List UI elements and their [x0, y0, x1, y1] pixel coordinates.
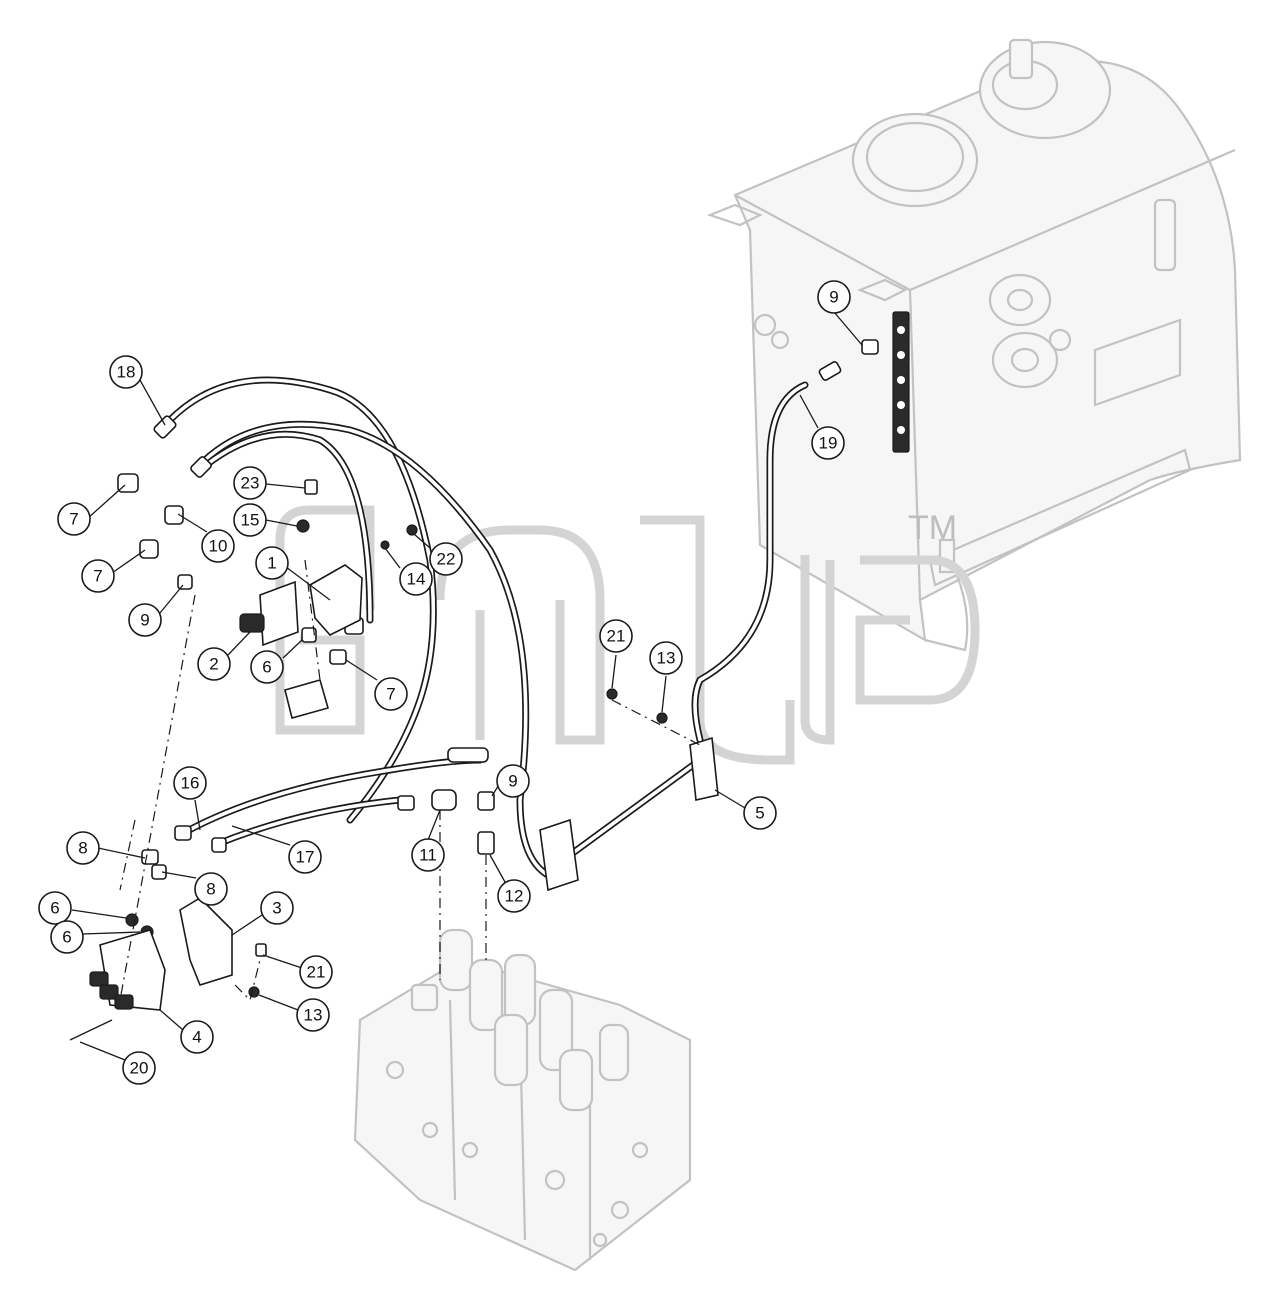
svg-text:8: 8: [78, 839, 87, 858]
svg-text:9: 9: [508, 772, 517, 791]
callout-8: 8: [194, 872, 228, 906]
callout-8: 8: [66, 831, 100, 865]
callout-9: 9: [817, 280, 851, 314]
svg-text:12: 12: [505, 887, 524, 906]
callout-3: 3: [260, 891, 294, 925]
svg-text:5: 5: [755, 804, 764, 823]
solenoid-valve: [239, 564, 363, 719]
trademark-text: TM: [908, 509, 957, 547]
callout-7: 7: [81, 559, 115, 593]
svg-text:9: 9: [140, 611, 149, 630]
svg-text:6: 6: [262, 658, 271, 677]
svg-text:19: 19: [819, 434, 838, 453]
callout-12: 12: [497, 879, 531, 913]
svg-text:18: 18: [117, 363, 136, 382]
svg-text:20: 20: [130, 1059, 149, 1078]
callout-5: 5: [743, 796, 777, 830]
control-valve-block: [353, 928, 692, 1272]
leader-lines: [71, 311, 863, 1061]
svg-text:1: 1: [267, 554, 276, 573]
callout-9: 9: [496, 764, 530, 798]
svg-text:15: 15: [241, 511, 260, 530]
svg-text:13: 13: [304, 1006, 323, 1025]
callout-7: 7: [374, 677, 408, 711]
svg-text:7: 7: [69, 510, 78, 529]
svg-text:23: 23: [241, 474, 260, 493]
callout-15: 15: [233, 503, 267, 537]
callout-9: 9: [128, 603, 162, 637]
callout-11: 11: [411, 838, 445, 872]
callout-18: 18: [109, 355, 143, 389]
pilot-valve-assembly: [69, 896, 233, 1041]
callout-22: 22: [429, 542, 463, 576]
svg-text:3: 3: [272, 899, 281, 918]
svg-text:4: 4: [192, 1028, 201, 1047]
callout-21: 21: [299, 955, 333, 989]
callout-19: 19: [811, 426, 845, 460]
callout-17: 17: [288, 840, 322, 874]
svg-text:2: 2: [209, 655, 218, 674]
callout-4: 4: [180, 1020, 214, 1054]
svg-text:7: 7: [93, 567, 102, 586]
svg-text:17: 17: [296, 848, 315, 867]
watermark: TM: [275, 505, 980, 765]
svg-text:8: 8: [206, 880, 215, 899]
callout-6: 6: [38, 891, 72, 925]
callout-14: 14: [399, 562, 433, 596]
callout-7: 7: [57, 502, 91, 536]
svg-text:21: 21: [307, 963, 326, 982]
callout-6: 6: [50, 920, 84, 954]
callout-13: 13: [649, 641, 683, 675]
svg-text:10: 10: [209, 537, 228, 556]
callout-6: 6: [250, 650, 284, 684]
callout-20: 20: [122, 1051, 156, 1085]
svg-text:22: 22: [437, 550, 456, 569]
hoses: [166, 376, 809, 884]
alignment-lines: [119, 559, 701, 1002]
svg-text:6: 6: [62, 928, 71, 947]
hydraulic-tank: [706, 38, 1242, 652]
svg-text:21: 21: [607, 627, 626, 646]
callouts: 18 7 10 7 9 23 15 1 2 6 7 14 22 21 13 9 …: [38, 280, 851, 1085]
callout-10: 10: [201, 529, 235, 563]
svg-text:13: 13: [657, 649, 676, 668]
callout-23: 23: [233, 466, 267, 500]
callout-13: 13: [296, 998, 330, 1032]
callout-16: 16: [173, 766, 207, 800]
svg-text:11: 11: [419, 846, 437, 865]
callout-21: 21: [599, 619, 633, 653]
svg-text:16: 16: [181, 774, 200, 793]
callout-1: 1: [255, 546, 289, 580]
svg-text:14: 14: [407, 570, 426, 589]
svg-text:7: 7: [386, 685, 395, 704]
callout-2: 2: [197, 647, 231, 681]
svg-text:6: 6: [50, 899, 59, 918]
svg-text:9: 9: [829, 288, 838, 307]
